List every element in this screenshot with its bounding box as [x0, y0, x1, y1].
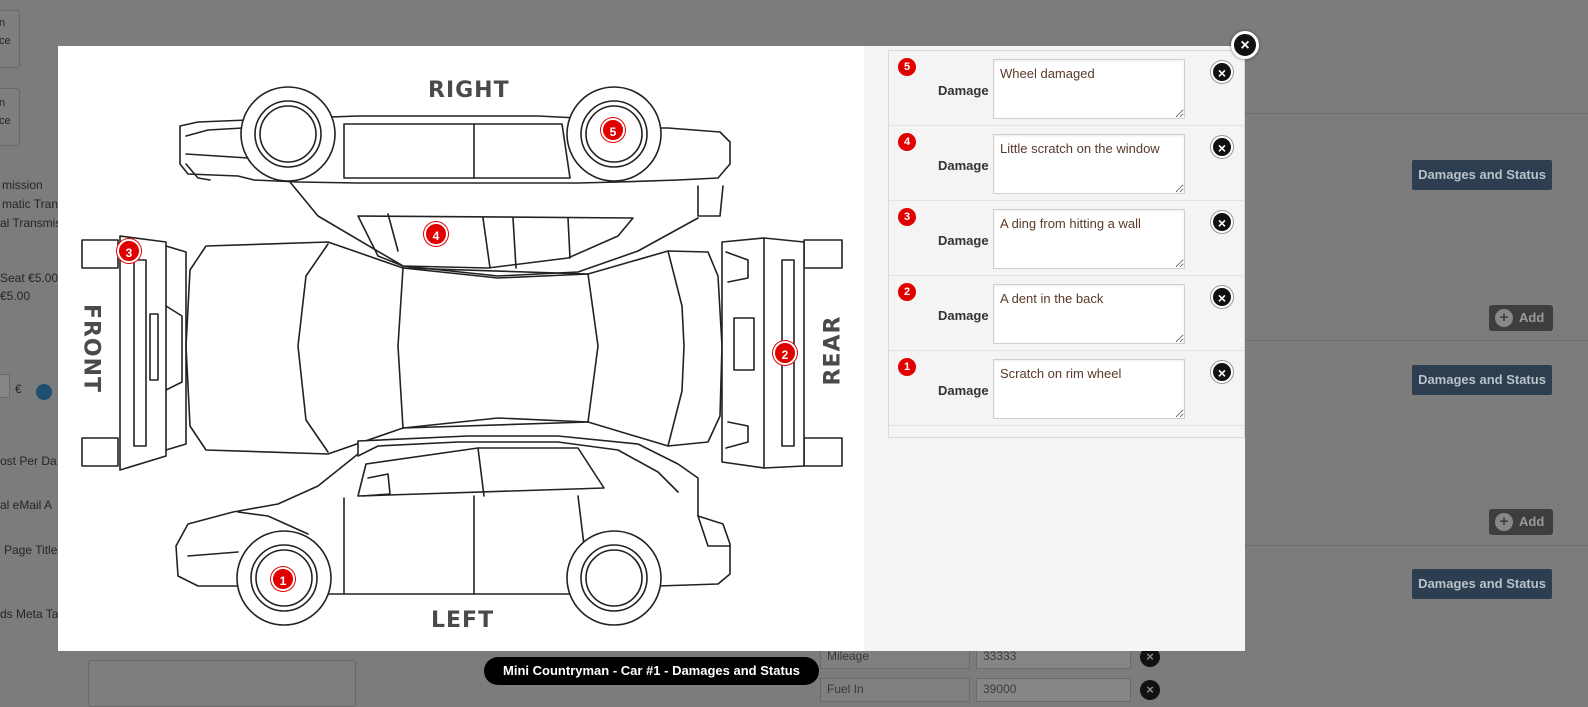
damage-description-input[interactable]: [993, 59, 1185, 119]
damage-modal: RIGHT LEFT FRONT REAR 1 2 3 4 5 5 Damage…: [58, 46, 1245, 651]
plus-icon: +: [1495, 513, 1513, 531]
damage-row: 1 Damage ×: [889, 351, 1244, 426]
add-button[interactable]: + Add: [1489, 509, 1553, 535]
close-icon[interactable]: ×: [1211, 136, 1233, 158]
bg-divider: [1245, 340, 1588, 341]
bg-text-fragment: €5.00: [0, 289, 31, 303]
close-icon[interactable]: ×: [1140, 680, 1160, 700]
damage-number: 1: [898, 358, 916, 376]
bg-text-fragment: matic Trans: [2, 197, 65, 211]
car-outline-drawing: [81, 86, 843, 626]
bg-text-fragment: Page Title: [4, 543, 58, 557]
damage-marker-2[interactable]: 2: [773, 341, 797, 365]
close-icon[interactable]: ×: [1211, 286, 1233, 308]
damage-number: 2: [898, 283, 916, 301]
damage-description-input[interactable]: [993, 284, 1185, 344]
damage-label: Damage: [938, 83, 989, 98]
damage-row: 2 Damage ×: [889, 276, 1244, 351]
add-button[interactable]: + Add: [1489, 305, 1553, 331]
damage-label: Damage: [938, 233, 989, 248]
label-rear: REAR: [820, 315, 846, 386]
damage-marker-1[interactable]: 1: [271, 567, 295, 591]
bg-text-fragment: Seat €5.00: [0, 271, 59, 285]
bg-text-fragment: al eMail A: [0, 498, 53, 512]
close-icon[interactable]: ×: [1140, 647, 1160, 667]
bg-option-card: n ce: [0, 10, 20, 68]
bg-currency-label: €: [15, 382, 22, 396]
bg-text-fragment: al Transmis: [0, 216, 62, 230]
close-icon[interactable]: ×: [1211, 361, 1233, 383]
fuel-in-input[interactable]: 39000: [976, 678, 1131, 702]
damage-description-input[interactable]: [993, 209, 1185, 269]
bg-text-fragment: n: [0, 97, 6, 109]
damage-description-input[interactable]: [993, 134, 1185, 194]
bg-divider: [1245, 113, 1588, 114]
damage-list: 5 Damage × 4 Damage × 3 Damage × 2 Damag…: [888, 50, 1245, 438]
fuel-in-label: Fuel In: [820, 678, 970, 702]
damage-label: Damage: [938, 383, 989, 398]
damage-label: Damage: [938, 308, 989, 323]
globe-icon: [36, 384, 52, 400]
label-left: LEFT: [431, 608, 495, 633]
damage-number: 5: [898, 58, 916, 76]
bg-text-fragment: n: [0, 17, 6, 29]
label-right: RIGHT: [428, 78, 510, 103]
damage-label: Damage: [938, 158, 989, 173]
bg-text-fragment: mission: [2, 178, 43, 192]
label-front: FRONT: [78, 303, 104, 394]
damages-status-button[interactable]: Damages and Status: [1412, 160, 1552, 190]
add-button-label: Add: [1519, 514, 1545, 529]
damage-row: 3 Damage ×: [889, 201, 1244, 276]
modal-close-icon[interactable]: ×: [1231, 31, 1259, 59]
bg-divider: [1245, 545, 1588, 546]
damage-marker-5[interactable]: 5: [601, 118, 625, 142]
damages-status-button[interactable]: Damages and Status: [1412, 365, 1552, 395]
bg-price-input: [0, 374, 10, 398]
bg-textarea: [88, 660, 356, 707]
damage-marker-4[interactable]: 4: [424, 222, 448, 246]
plus-icon: +: [1495, 309, 1513, 327]
car-damage-diagram[interactable]: RIGHT LEFT FRONT REAR 1 2 3 4 5: [58, 46, 864, 651]
damages-status-button[interactable]: Damages and Status: [1412, 569, 1552, 599]
damage-description-input[interactable]: [993, 359, 1185, 419]
damage-row: 5 Damage ×: [889, 51, 1244, 126]
bg-text-fragment: ce: [0, 35, 11, 47]
damage-number: 4: [898, 133, 916, 151]
bg-text-fragment: ost Per Da: [0, 454, 57, 468]
modal-caption: Mini Countryman - Car #1 - Damages and S…: [484, 657, 819, 685]
bg-text-fragment: ds Meta Ta: [0, 607, 59, 621]
bg-option-card: n ce: [0, 88, 20, 146]
add-button-label: Add: [1519, 310, 1545, 325]
close-icon[interactable]: ×: [1211, 211, 1233, 233]
damage-row: 4 Damage ×: [889, 126, 1244, 201]
damage-number: 3: [898, 208, 916, 226]
damage-marker-3[interactable]: 3: [117, 239, 141, 263]
bg-text-fragment: ce: [0, 115, 11, 127]
close-icon[interactable]: ×: [1211, 61, 1233, 83]
